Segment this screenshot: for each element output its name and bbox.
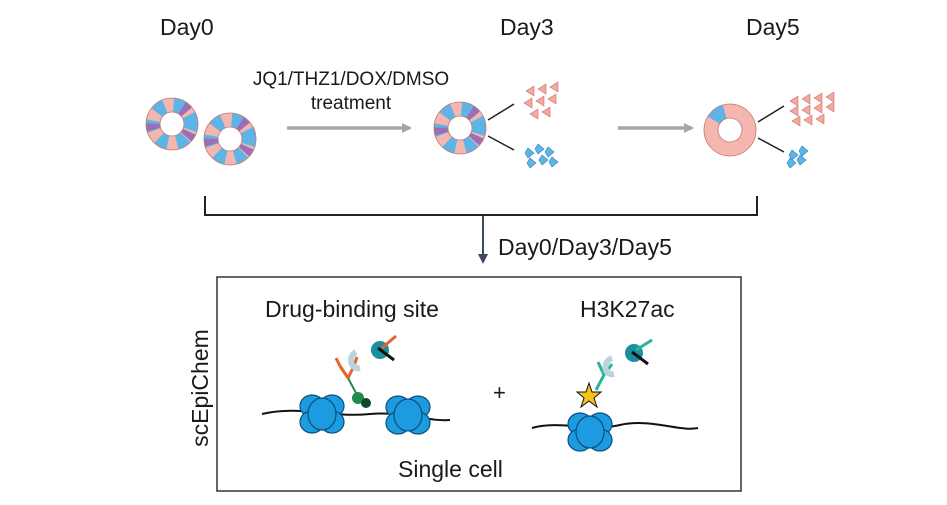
treatment-drugs: JQ1/THZ1/DOX/DMSO <box>252 69 450 90</box>
collection-bracket <box>204 196 758 216</box>
nucleosome-right <box>567 412 613 452</box>
treatment-label: JQ1/THZ1/DOX/DMSO treatment <box>232 68 470 116</box>
day3-label: Day3 <box>500 14 554 40</box>
plus-sign: + <box>493 380 506 405</box>
organoid-day0-b <box>204 113 256 165</box>
single-cell-label: Single cell <box>398 456 503 482</box>
day0-label: Day0 <box>160 14 214 40</box>
blue-cell-fragments-day3 <box>524 143 559 169</box>
tn5-complex-right <box>602 338 653 378</box>
assay-box <box>216 276 742 492</box>
blue-cell-fragments-day5 <box>786 145 809 169</box>
nucleosome-left-b <box>385 395 431 435</box>
dna-strand-right <box>531 422 699 430</box>
drug-probe <box>334 356 371 408</box>
collection-days-label: Day0/Day3/Day5 <box>498 234 672 260</box>
pink-cell-fragments-day5 <box>789 91 835 127</box>
h3k27ac-title: H3K27ac <box>580 296 675 322</box>
tn5-complex-left <box>348 334 397 372</box>
organoid-day5 <box>704 104 756 156</box>
day5-label: Day5 <box>746 14 800 40</box>
acetylation-star-icon <box>575 381 603 409</box>
nucleosome-left-a <box>299 394 345 434</box>
drug-binding-site-title: Drug-binding site <box>265 296 439 322</box>
organoid-day0-a <box>146 98 198 150</box>
treatment-word: treatment <box>310 93 392 114</box>
pink-cell-fragments-day3 <box>523 81 559 120</box>
organoid-day3 <box>434 102 486 154</box>
